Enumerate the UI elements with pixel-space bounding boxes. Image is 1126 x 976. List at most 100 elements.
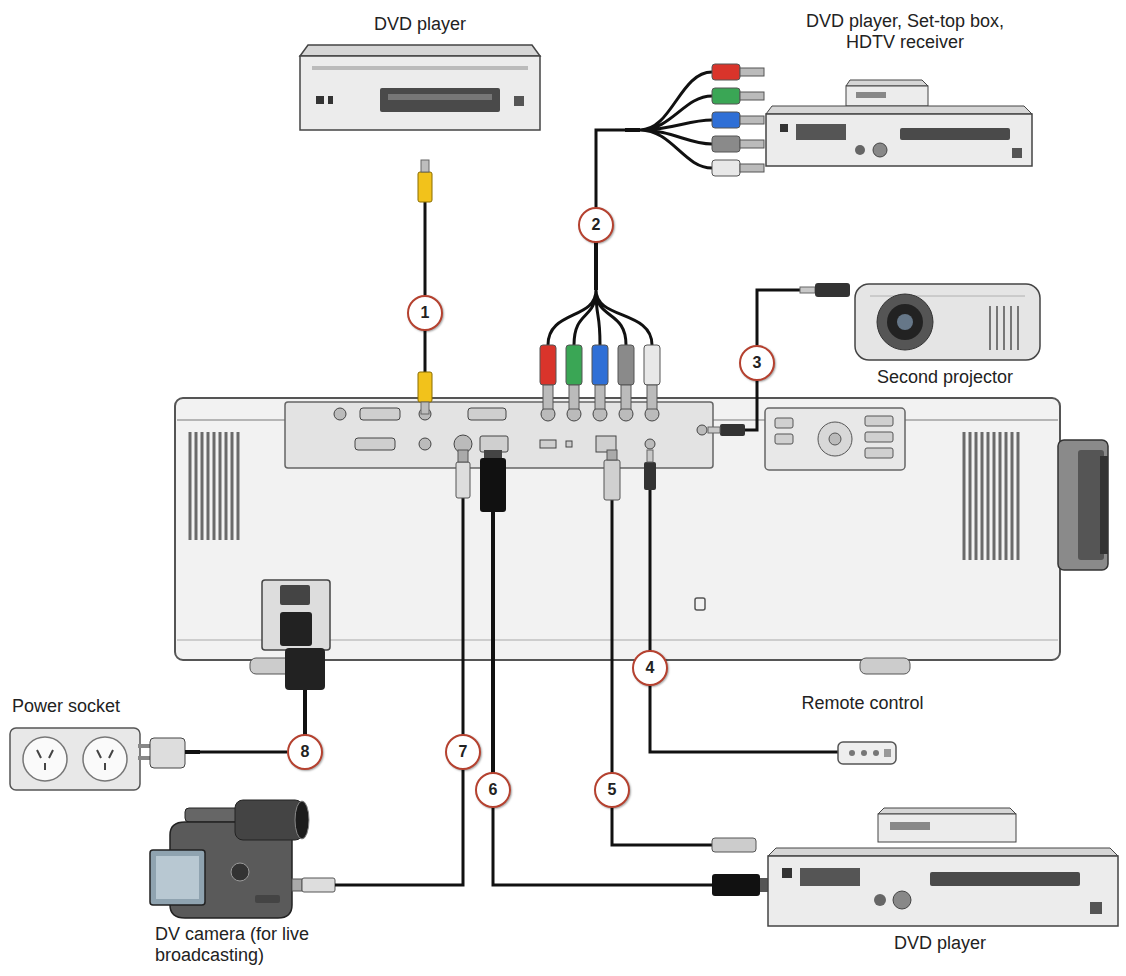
main-projector xyxy=(1058,440,1108,570)
dvd-player-illustration xyxy=(700,845,712,885)
set-top-box-illustration xyxy=(712,160,740,176)
callout-circle: 2 xyxy=(578,207,614,243)
remote-control-illustration xyxy=(838,742,896,764)
dvd-player-illustration xyxy=(312,66,528,70)
main-projector xyxy=(468,408,506,420)
connector-cable xyxy=(200,751,287,754)
set-top-box-illustration xyxy=(766,106,1032,114)
device-group: Remote control xyxy=(790,690,935,770)
main-projector xyxy=(360,408,400,420)
remote-control-illustration xyxy=(884,749,891,757)
set-top-box-illustration xyxy=(796,124,846,140)
set-top-box-illustration xyxy=(640,72,712,168)
callout-number: 5 xyxy=(608,782,617,798)
cable-plug xyxy=(644,345,660,385)
power-socket-illustration xyxy=(37,750,113,770)
dvd-player-illustration xyxy=(800,868,860,886)
dv-camera-illustration xyxy=(150,800,345,918)
dv-camera-illustration xyxy=(335,884,345,887)
cable-wire xyxy=(649,490,652,651)
set-top-box-illustration xyxy=(712,112,740,128)
set-top-box-illustration xyxy=(740,92,764,100)
dvd-player-illustration xyxy=(300,45,540,202)
device-label: DV camera (for live broadcasting) xyxy=(155,924,310,965)
second-projector-illustration xyxy=(887,304,923,340)
main-projector xyxy=(419,438,431,450)
set-top-box-illustration xyxy=(712,88,740,104)
set-top-box-illustration xyxy=(625,128,640,132)
cable-wire xyxy=(491,512,495,773)
cable-plug xyxy=(480,458,506,512)
power-socket-illustration xyxy=(138,744,150,748)
main-projector xyxy=(865,416,893,426)
dvd-player-illustration xyxy=(930,872,1080,886)
cable-plug xyxy=(566,345,582,385)
main-projector xyxy=(645,439,655,449)
main-projector xyxy=(280,612,312,646)
connector-cable xyxy=(650,686,790,752)
main-projector xyxy=(865,448,893,458)
connector-cable xyxy=(345,770,463,885)
callout-circle: 6 xyxy=(475,772,511,808)
second-projector-illustration xyxy=(877,294,933,350)
dvd-player-illustration xyxy=(388,94,492,100)
cable-plug xyxy=(418,372,432,402)
main-projector xyxy=(695,598,705,610)
cable-plug xyxy=(604,460,620,500)
dvd-player-illustration xyxy=(782,868,792,878)
cable-plug xyxy=(285,345,745,690)
main-projector xyxy=(818,422,852,456)
dvd-player-illustration xyxy=(893,891,911,909)
main-projector xyxy=(865,432,893,442)
main-projector xyxy=(262,580,330,650)
main-projector xyxy=(190,432,238,540)
main-projector xyxy=(540,440,556,448)
dvd-player-illustration xyxy=(700,808,1118,926)
dv-camera-illustration xyxy=(302,878,335,892)
dv-camera-illustration xyxy=(156,856,199,899)
main-projector xyxy=(480,436,508,452)
callout-number: 7 xyxy=(459,744,468,760)
dv-camera-illustration xyxy=(150,850,205,905)
cable-plug xyxy=(647,385,657,409)
cable-plug xyxy=(644,462,656,490)
cable-wire xyxy=(424,330,427,372)
cable-plug xyxy=(621,385,631,409)
callout-circle: 1 xyxy=(407,295,443,331)
connector-cable xyxy=(493,808,700,885)
set-top-box-illustration xyxy=(712,64,740,80)
power-socket-illustration xyxy=(185,750,200,754)
remote-control-illustration xyxy=(790,751,838,754)
cable-wire xyxy=(548,290,652,345)
dvd-player-illustration xyxy=(421,160,429,172)
dv-camera-illustration xyxy=(235,800,303,840)
dv-camera-illustration xyxy=(292,879,302,891)
cable-plug xyxy=(569,385,579,409)
cable-wire xyxy=(462,498,465,735)
cable-plug xyxy=(421,402,429,414)
power-socket-illustration xyxy=(138,756,150,760)
callout-number: 8 xyxy=(301,744,310,760)
set-top-box-illustration xyxy=(740,116,764,124)
cable-plug xyxy=(595,385,605,409)
remote-control-illustration xyxy=(790,742,896,764)
power-socket-illustration xyxy=(10,728,140,790)
cable-plug xyxy=(592,345,608,385)
cable-plug xyxy=(540,345,556,385)
cable-wire xyxy=(594,242,598,290)
main-projector xyxy=(355,438,395,450)
dvd-player-illustration xyxy=(768,856,1118,926)
set-top-box-illustration xyxy=(846,80,928,86)
cable-plug xyxy=(458,450,468,462)
remote-control-illustration xyxy=(861,750,867,756)
set-top-box-illustration xyxy=(900,128,1010,140)
dv-camera-illustration xyxy=(295,801,309,839)
device-group: Second projector xyxy=(800,270,1050,395)
second-projector-illustration xyxy=(897,314,913,330)
main-projector xyxy=(775,434,793,444)
cable-plug xyxy=(647,450,653,462)
device-label: Power socket xyxy=(12,696,182,717)
dvd-player-illustration xyxy=(300,56,540,130)
dvd-player-illustration xyxy=(418,172,432,202)
